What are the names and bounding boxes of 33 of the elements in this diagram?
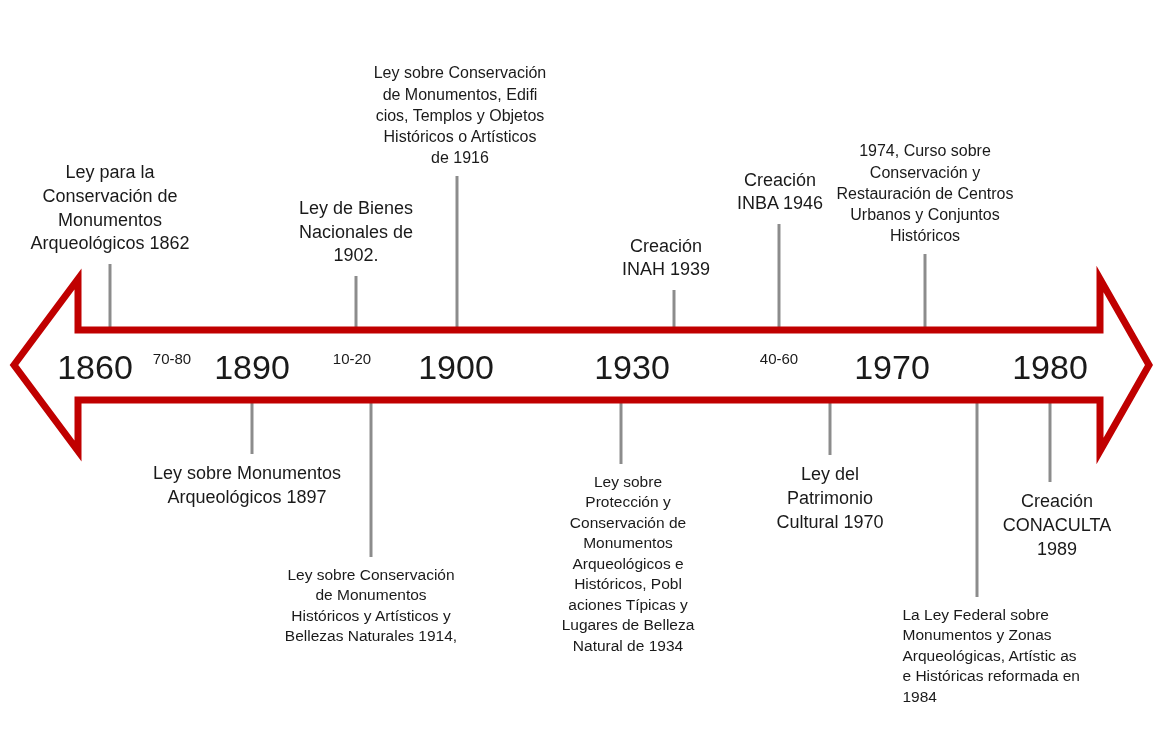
event-text: Ley del Patrimonio Cultural 1970 bbox=[760, 463, 900, 535]
leader-line bbox=[250, 403, 254, 454]
event-text: Creación INBA 1946 bbox=[732, 168, 828, 216]
leader-line bbox=[1048, 403, 1052, 482]
leader-line bbox=[354, 276, 358, 327]
year-label: 1890 bbox=[214, 350, 290, 384]
event-text: Ley de Bienes Nacionales de 1902. bbox=[281, 196, 431, 268]
leader-line bbox=[455, 176, 459, 327]
leader-line bbox=[619, 403, 623, 464]
leader-line bbox=[108, 264, 112, 327]
leader-line bbox=[672, 290, 676, 327]
period-label: 10-20 bbox=[332, 350, 372, 366]
year-label: 1970 bbox=[854, 350, 930, 384]
event-text: Ley para la Conservación de Monumentos Arqueológicos 1862 bbox=[10, 161, 210, 256]
event-text: Ley sobre Conservación de Monumentos, Edifi cios, Templos y Objetos Históricos o Artísticos de 1916 bbox=[372, 62, 548, 168]
event-text: Creación INAH 1939 bbox=[611, 234, 721, 282]
year-label: 1930 bbox=[594, 350, 670, 384]
leader-line bbox=[369, 403, 373, 557]
leader-line bbox=[975, 403, 979, 597]
leader-line bbox=[828, 403, 832, 455]
year-label: 1980 bbox=[1012, 350, 1088, 384]
event-text: 1974, Curso sobre Conservación y Restauración de Centros Urbanos y Conjuntos Históricos bbox=[835, 140, 1015, 246]
event-text: Creación CONACULTA 1989 bbox=[992, 490, 1122, 562]
event-text: Ley sobre Protección y Conservación de Monumentos Arqueológicos e Históricos, Pobl aciones Típicas y Lugares de Belleza Natural de 1934 bbox=[560, 472, 696, 657]
event-text: La Ley Federal sobre Monumentos y Zonas Arqueológicas, Artístic as e Históricas reformada en 1984 bbox=[902, 605, 1088, 708]
period-label: 70-80 bbox=[152, 350, 192, 366]
event-text: Ley sobre Monumentos Arqueológicos 1897 bbox=[149, 462, 345, 510]
year-label: 1860 bbox=[57, 350, 133, 384]
period-label: 40-60 bbox=[759, 350, 799, 366]
year-label: 1900 bbox=[418, 350, 494, 384]
leader-line bbox=[777, 224, 781, 327]
leader-line bbox=[923, 254, 927, 327]
event-text: Ley sobre Conservación de Monumentos Históricos y Artísticos y Bellezas Naturales 1914, bbox=[281, 565, 461, 647]
